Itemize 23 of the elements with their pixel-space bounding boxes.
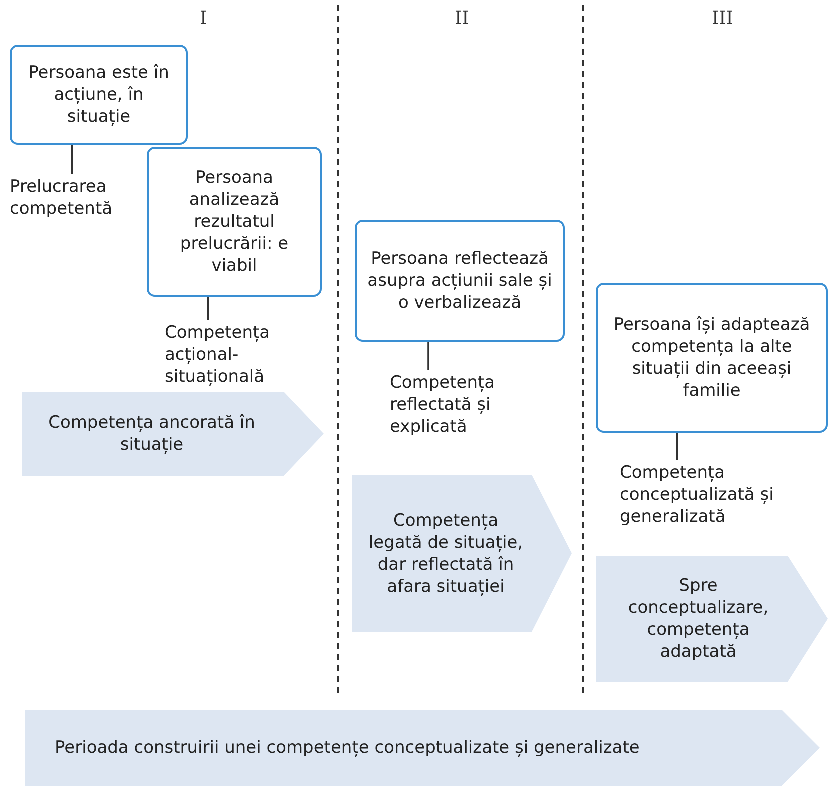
leader-line <box>428 342 430 370</box>
caption-text: Competența reflectată și explicată <box>390 372 530 438</box>
band-label: Competența ancorată în situație <box>48 412 256 456</box>
arrow-band <box>22 392 324 476</box>
leader-line <box>71 145 74 174</box>
caption-text: Competența conceptualizată și generalizată <box>620 462 800 528</box>
column-heading: II <box>455 8 470 29</box>
band-label: Spre conceptualizare, competența adaptată <box>627 575 770 663</box>
column-heading: III <box>712 8 734 29</box>
band-label: Competența legată de situație, dar reflectată în afara situației <box>368 510 524 598</box>
caption-text: Prelucrarea competentă <box>10 176 150 220</box>
column-heading: I <box>200 8 208 29</box>
arrow-band <box>25 710 820 786</box>
process-box: Persoana este în acțiune, în situație <box>10 45 188 145</box>
leader-line <box>676 433 678 460</box>
arrow-band <box>352 475 572 632</box>
arrow-band <box>596 556 828 682</box>
process-box: Persoana reflectează asupra acțiunii sale și o verbalizează <box>355 220 565 342</box>
caption-text: Competența acțional-situațională <box>165 322 295 388</box>
process-box: Persoana își adaptează competența la alte situații din aceeași familie <box>596 283 828 433</box>
leader-line <box>207 297 210 320</box>
band-label: Perioada construirii unei competențe conceptualizate și generalizate <box>55 737 641 759</box>
process-box: Persoana analizează rezultatul prelucrării: e viabil <box>147 147 322 297</box>
